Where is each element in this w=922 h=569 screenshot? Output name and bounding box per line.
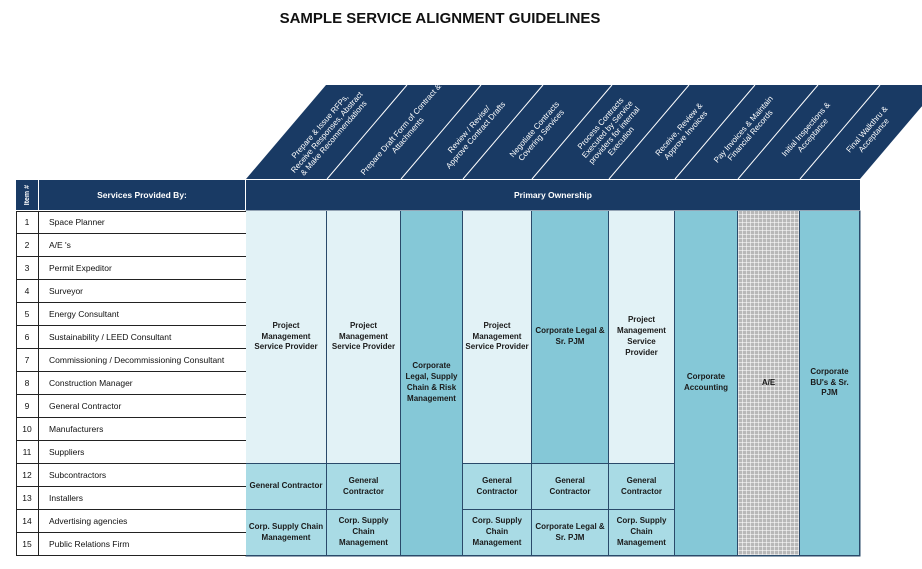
row-number: 6	[16, 326, 39, 349]
column-header-divider	[674, 84, 756, 180]
column-header-divider	[462, 84, 544, 180]
row-service-name: Sustainability / LEED Consultant	[39, 326, 246, 349]
column-header-divider	[400, 84, 482, 180]
services-provided-header: Services Provided By:	[39, 180, 245, 210]
item-number-header-label: Item #	[23, 184, 31, 206]
row-service-name: Public Relations Firm	[39, 533, 246, 556]
services-table-frame	[16, 211, 246, 556]
column-header-divider	[326, 84, 408, 180]
row-service-name: Commissioning / Decommissioning Consulta…	[39, 349, 246, 372]
ownership-block: Corporate Legal, Supply Chain & Risk Man…	[401, 211, 463, 556]
column-header-divider	[608, 84, 690, 180]
ownership-block: Corp. Supply Chain Management	[463, 510, 532, 556]
row-service-name: Advertising agencies	[39, 510, 246, 533]
row-number: 10	[16, 418, 39, 441]
row-number: 5	[16, 303, 39, 326]
ownership-block: A/E	[738, 211, 800, 556]
column-header-divider	[531, 84, 613, 180]
row-number: 8	[16, 372, 39, 395]
ownership-block: Corp. Supply Chain Management	[609, 510, 675, 556]
ownership-block: General Contractor	[327, 464, 401, 510]
ownership-block: Project Management Service Provider	[463, 211, 532, 464]
column-header-divider	[799, 84, 881, 180]
row-service-name: Installers	[39, 487, 246, 510]
row-service-name: Space Planner	[39, 211, 246, 234]
ownership-block: Corporate BU's & Sr. PJM	[800, 211, 860, 556]
row-service-name: A/E 's	[39, 234, 246, 257]
ownership-block: Project Management Service Provider	[246, 211, 327, 464]
row-number: 1	[16, 211, 39, 234]
row-number: 14	[16, 510, 39, 533]
row-number: 12	[16, 464, 39, 487]
row-number: 13	[16, 487, 39, 510]
row-number: 11	[16, 441, 39, 464]
row-number: 4	[16, 280, 39, 303]
item-number-header: Item #	[16, 180, 38, 210]
row-service-name: Manufacturers	[39, 418, 246, 441]
row-service-name: Permit Expeditor	[39, 257, 246, 280]
row-service-name: Construction Manager	[39, 372, 246, 395]
ownership-block: General Contractor	[532, 464, 609, 510]
primary-ownership-header: Primary Ownership	[246, 180, 860, 210]
row-service-name: Energy Consultant	[39, 303, 246, 326]
column-header-divider	[737, 84, 819, 180]
row-number: 15	[16, 533, 39, 556]
ownership-block: General Contractor	[246, 464, 327, 510]
row-service-name: Surveyor	[39, 280, 246, 303]
ownership-block: Corporate Accounting	[675, 211, 738, 556]
row-service-name: General Contractor	[39, 395, 246, 418]
ownership-block: General Contractor	[609, 464, 675, 510]
row-number: 7	[16, 349, 39, 372]
ownership-block: Corp. Supply Chain Management	[327, 510, 401, 556]
ownership-block: Project Management Service Provider	[327, 211, 401, 464]
page-title: SAMPLE SERVICE ALIGNMENT GUIDELINES	[279, 10, 601, 27]
column-header-background	[246, 85, 922, 179]
row-service-name: Suppliers	[39, 441, 246, 464]
row-number: 3	[16, 257, 39, 280]
ownership-block: Corporate Legal & Sr. PJM	[532, 510, 609, 556]
ownership-block: Corporate Legal & Sr. PJM	[532, 211, 609, 464]
row-service-name: Subcontractors	[39, 464, 246, 487]
ownership-block: Project Management Service Provider	[609, 211, 675, 464]
row-number: 2	[16, 234, 39, 257]
ownership-block: Corp. Supply Chain Management	[246, 510, 327, 556]
row-number: 9	[16, 395, 39, 418]
ownership-block: General Contractor	[463, 464, 532, 510]
